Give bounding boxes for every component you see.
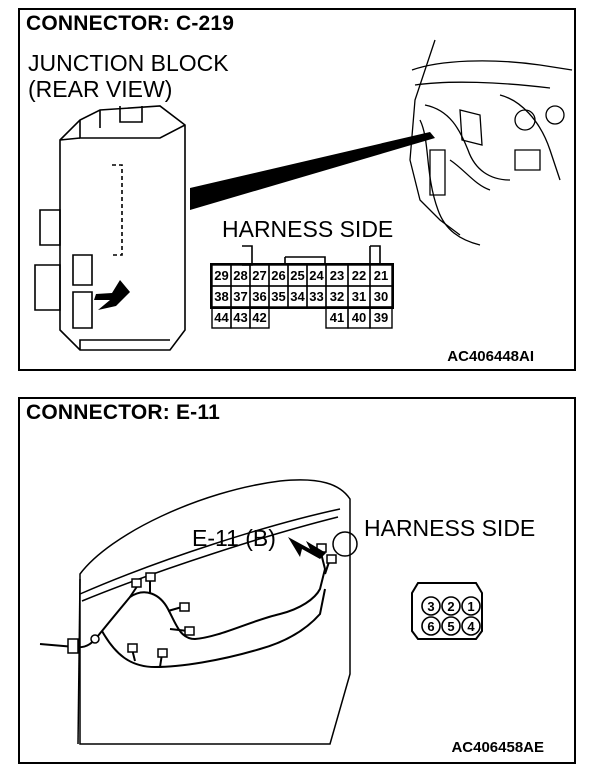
pin-38-label: 38 (214, 289, 228, 304)
pin-42-label: 42 (252, 310, 266, 325)
pin-30-label: 30 (374, 289, 388, 304)
pin-29-label: 29 (214, 268, 228, 283)
pin-terminal (441, 596, 461, 616)
harness-side-label: HARNESS SIDE (222, 216, 394, 242)
pin-24-label: 24 (309, 268, 324, 283)
rear-view-label: (REAR VIEW) (28, 76, 173, 102)
pin-terminal (421, 596, 441, 616)
c219-connector-outline (242, 245, 381, 266)
pin-37-label: 37 (233, 289, 247, 304)
wiring-harness (39, 548, 331, 669)
e11-connector-outline (411, 582, 483, 640)
pin-28-label: 28 (233, 268, 247, 283)
pin-35-label: 35 (271, 289, 285, 304)
wire-connectors (67, 543, 337, 658)
pin-22-label: 22 (352, 268, 366, 283)
pin-6-label: 6 (427, 619, 434, 634)
panel-title: CONNECTOR: C-219 (26, 12, 235, 35)
location-arrow-icon (288, 537, 326, 559)
figure-code: AC406448AI (447, 348, 534, 365)
pin-33-label: 33 (309, 289, 323, 304)
pin-40-label: 40 (352, 310, 366, 325)
pin-terminal (461, 616, 481, 636)
junction-block-illustration (34, 105, 186, 351)
pin-terminal (441, 616, 461, 636)
pin-1-label: 1 (467, 599, 474, 614)
pin-39-label: 39 (374, 310, 388, 325)
pin-27-label: 27 (252, 268, 266, 283)
pin-4-label: 4 (467, 619, 475, 634)
pin-44-label: 44 (214, 310, 229, 325)
pin-31-label: 31 (352, 289, 366, 304)
pin-21-label: 21 (374, 268, 388, 283)
c219-illustration: 29 28 27 26 25 24 23 22 21 38 37 36 35 34 33 32 31 30 44 43… (34, 39, 573, 351)
location-arrow-icon (94, 280, 130, 310)
leader-wedge (190, 132, 435, 210)
pin-25-label: 25 (290, 268, 304, 283)
dashboard-illustration (409, 39, 573, 246)
pin-3-label: 3 (427, 599, 434, 614)
pin-32-label: 32 (330, 289, 344, 304)
pin-cell (249, 306, 270, 329)
pin-34-label: 34 (290, 289, 305, 304)
pin-43-label: 43 (233, 310, 247, 325)
pin-26-label: 26 (271, 268, 285, 283)
pin-41-label: 41 (330, 310, 344, 325)
pin-5-label: 5 (447, 619, 454, 634)
connector-c219-panel: CONNECTOR: C-219 JUNCTION BLOCK (REAR VI… (18, 8, 576, 371)
door-illustration (77, 479, 358, 745)
panel-title: CONNECTOR: E-11 (26, 401, 220, 424)
pin-36-label: 36 (252, 289, 266, 304)
pin-terminal (421, 616, 441, 636)
harness-side-label: HARNESS SIDE (364, 515, 536, 541)
junction-block-label: JUNCTION BLOCK (28, 50, 229, 76)
connector-e11-panel: CONNECTOR: E-11 E-11 (B) HARNESS SIDE (18, 397, 576, 764)
pin-cell (369, 306, 393, 329)
pin-23-label: 23 (330, 268, 344, 283)
c219-pin-grid: 29 28 27 26 25 24 23 22 21 38 37 36 35 34 33 32 31 30 44 43… (210, 263, 394, 329)
pin-2-label: 2 (447, 599, 454, 614)
figure-code: AC406458AE (451, 739, 544, 756)
pin-terminal (461, 596, 481, 616)
